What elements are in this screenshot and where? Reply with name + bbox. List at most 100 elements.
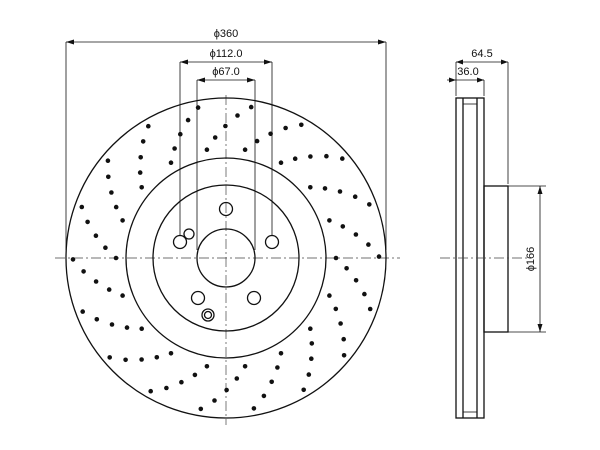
drilled-hole: [327, 293, 332, 298]
friction-ring-inner-edge: [125, 157, 327, 359]
drilled-hole: [278, 160, 284, 165]
drilled-hole: [120, 293, 125, 298]
drilled-hole: [340, 224, 346, 229]
drilled-hole: [308, 154, 313, 159]
drilled-hole: [140, 139, 146, 144]
drilled-hole: [283, 125, 288, 131]
drilled-hole: [254, 138, 260, 144]
drilled-hole: [113, 204, 119, 210]
drilled-hole: [198, 406, 204, 412]
drilled-hole: [338, 321, 343, 326]
drilled-hole: [352, 194, 358, 199]
drilled-hole: [353, 232, 359, 237]
dim-center-bore: ϕ67.0: [196, 66, 256, 250]
drilled-hole: [224, 387, 229, 393]
drilled-hole: [103, 245, 108, 250]
drilled-hole: [172, 146, 177, 151]
bolt-hole: [246, 290, 262, 306]
drilled-hole: [275, 365, 280, 370]
front-view: ϕ360 ϕ112.0 ϕ67.0: [55, 28, 400, 425]
drilled-hole: [185, 117, 191, 123]
drilled-hole: [278, 351, 284, 356]
drilled-hole: [308, 185, 313, 190]
drilled-hole: [242, 147, 248, 152]
drilled-hole: [120, 218, 125, 223]
locating-pin-hole-inner: [203, 310, 213, 320]
drilled-hole: [109, 322, 115, 327]
drilled-hole: [138, 155, 143, 160]
drilled-hole: [81, 269, 86, 274]
drilled-hole: [154, 355, 160, 360]
drilled-hole: [327, 218, 332, 223]
drilled-hole: [123, 357, 128, 363]
dim-bolt-circle: ϕ112.0: [179, 48, 273, 236]
drilled-hole: [106, 287, 112, 292]
dim-outer-diameter-label: ϕ360: [214, 28, 239, 40]
drilled-hole: [367, 306, 373, 312]
side-view: 64.5 36.0 ϕ166: [440, 48, 546, 419]
drilled-hole: [137, 170, 143, 175]
drilled-hole: [124, 325, 130, 330]
drilled-hole: [168, 351, 174, 356]
drilled-hole: [367, 202, 372, 207]
drilled-hole: [93, 233, 99, 238]
dim-hat-diameter-label: ϕ166: [525, 247, 537, 272]
drilled-hole: [344, 266, 349, 271]
bolt-hole: [190, 290, 206, 306]
drilled-hole-pattern: [70, 104, 382, 412]
drilled-hole: [248, 104, 254, 110]
dim-outer-diameter: ϕ360: [65, 28, 387, 250]
drilled-hole: [333, 306, 339, 312]
drilled-hole: [308, 326, 313, 332]
hat-outer-edge: [152, 184, 300, 332]
drilled-hole: [223, 123, 228, 129]
drilled-hole: [309, 356, 314, 362]
drilled-hole: [70, 257, 76, 262]
dim-total-height: 64.5: [455, 48, 509, 184]
drilled-hole: [105, 158, 111, 163]
drilled-hole: [204, 364, 210, 369]
dim-disc-thickness: 36.0: [447, 66, 485, 96]
disc-outer-edge: [65, 97, 387, 419]
drilled-hole: [179, 379, 184, 385]
drilled-hole: [107, 355, 112, 360]
drilled-hole: [341, 336, 347, 342]
drilled-hole: [192, 372, 198, 378]
dim-center-bore-label: ϕ67.0: [212, 66, 240, 78]
drilled-hole: [353, 278, 359, 283]
dim-hat-diameter: ϕ166: [508, 185, 546, 333]
dim-disc-thickness-label: 36.0: [457, 66, 478, 78]
drilled-hole: [251, 406, 257, 411]
drilled-hole: [204, 147, 210, 152]
drilled-hole: [366, 242, 371, 247]
drilled-hole: [212, 135, 218, 140]
bolt-hole: [218, 201, 234, 217]
drilled-hole: [301, 387, 307, 393]
drilled-hole: [139, 185, 144, 190]
locating-pin-hole: [183, 228, 195, 240]
drilled-hole: [242, 364, 248, 369]
drilled-hole: [212, 398, 217, 403]
drilled-hole: [106, 174, 111, 180]
locating-pin-hole: [201, 308, 215, 322]
bolt-hole: [264, 234, 280, 250]
drilled-hole: [299, 122, 304, 128]
drilled-hole: [341, 353, 347, 358]
drilled-hole: [362, 291, 367, 297]
drilled-hole: [306, 372, 312, 377]
drilled-hole: [309, 341, 315, 346]
drilled-hole: [80, 309, 85, 314]
drilled-hole: [85, 219, 90, 225]
drilled-hole: [139, 357, 144, 362]
drilled-hole: [376, 254, 382, 259]
drilled-hole: [139, 326, 144, 332]
drilled-hole: [79, 204, 85, 210]
dim-bolt-circle-label: ϕ112.0: [210, 48, 243, 60]
drilled-hole: [322, 186, 328, 191]
drilled-hole: [324, 153, 329, 159]
drilled-hole: [261, 393, 267, 399]
drilled-hole: [195, 105, 201, 110]
drilled-hole: [148, 388, 153, 394]
drilled-hole: [234, 376, 240, 381]
drilled-hole: [164, 385, 169, 391]
